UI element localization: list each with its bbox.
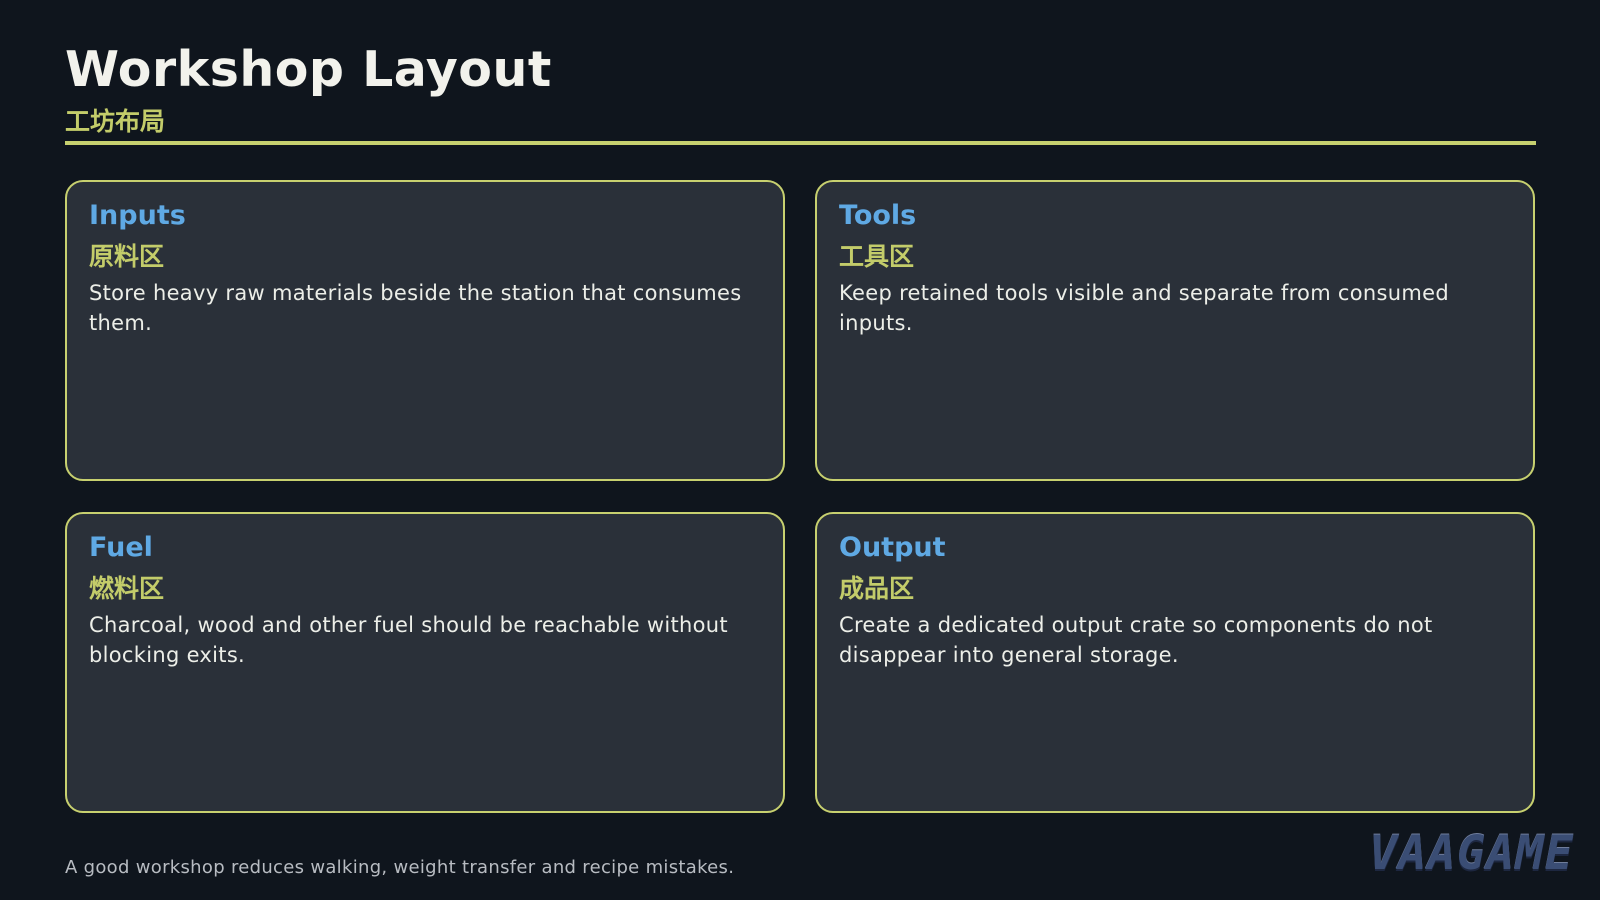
title-divider — [65, 141, 1536, 145]
card-title: Fuel — [89, 532, 153, 563]
card-fuel: Fuel 燃料区 Charcoal, wood and other fuel s… — [65, 512, 785, 813]
page-title: Workshop Layout — [65, 41, 552, 98]
card-description: Create a dedicated output crate so compo… — [839, 613, 1433, 667]
brand-logo: VAAGAME — [1368, 826, 1574, 881]
card-subtitle: 成品区 — [839, 574, 915, 603]
card-subtitle: 工具区 — [839, 242, 915, 271]
card-tools: Tools 工具区 Keep retained tools visible an… — [815, 180, 1535, 481]
card-output: Output 成品区 Create a dedicated output cra… — [815, 512, 1535, 813]
card-description: Charcoal, wood and other fuel should be … — [89, 613, 728, 667]
card-subtitle: 燃料区 — [89, 574, 165, 603]
card-title: Inputs — [89, 200, 186, 231]
page-subtitle: 工坊布局 — [65, 107, 166, 136]
card-description: Store heavy raw materials beside the sta… — [89, 281, 742, 335]
card-inputs: Inputs 原料区 Store heavy raw materials bes… — [65, 180, 785, 481]
header: Workshop Layout 工坊布局 — [65, 40, 1536, 138]
card-title: Output — [839, 532, 946, 563]
card-subtitle: 原料区 — [89, 242, 165, 271]
card-title: Tools — [839, 200, 917, 231]
card-description: Keep retained tools visible and separate… — [839, 281, 1449, 335]
footer-note: A good workshop reduces walking, weight … — [65, 857, 735, 878]
